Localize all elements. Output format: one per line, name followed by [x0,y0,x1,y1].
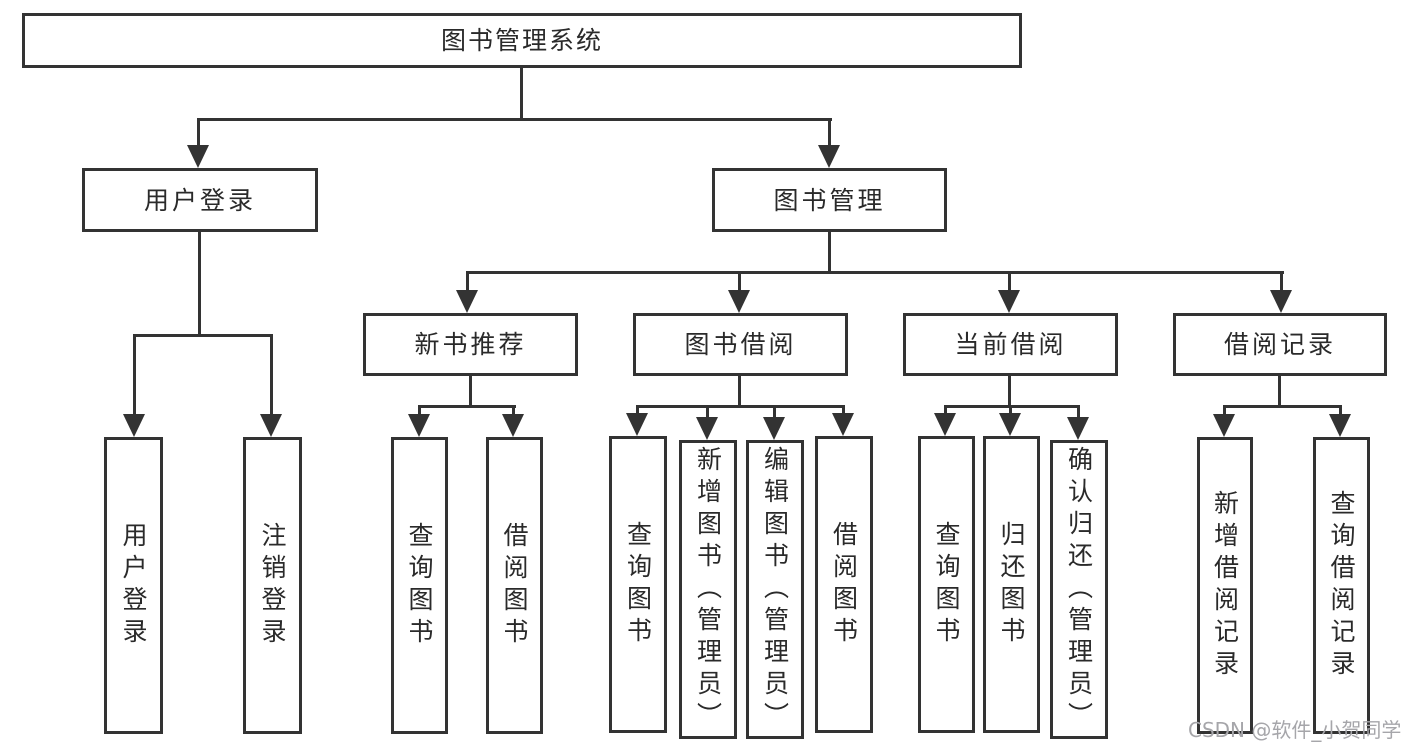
connector-line [197,118,200,151]
connector-line [636,405,639,418]
leaf-query-books-borrow: 查询图书 [609,436,667,733]
connector-line [738,376,741,407]
connector-line [1008,376,1011,407]
connector-line [1223,405,1226,418]
leaf-add-borrow-record: 新增借阅记录 [1197,437,1253,734]
connector-line [773,405,776,422]
arrowhead-down-icon [818,145,840,168]
arrowhead-down-icon [934,413,956,436]
node-current-borrow-label: 当前借阅 [954,330,1067,359]
connector-line [1008,271,1011,296]
leaf-add-book-admin: 新增图书（管理员） [679,440,737,739]
node-book-borrow-label: 图书借阅 [684,330,797,359]
connector-line [197,118,832,121]
node-borrow-records-label: 借阅记录 [1223,330,1336,359]
connector-line [466,271,469,296]
leaf-query-books-current: 查询图书 [918,436,975,733]
node-user-login-label: 用户登录 [143,185,256,215]
connector-line [1278,376,1281,407]
arrowhead-down-icon [260,414,282,437]
connector-line [133,334,273,337]
connector-line [944,405,1080,408]
connector-line [466,271,1284,274]
arrowhead-down-icon [626,413,648,436]
connector-line [1339,405,1342,418]
connector-line [1280,271,1283,296]
connector-line [520,68,523,121]
arrowhead-down-icon [763,417,785,440]
connector-line [738,271,741,296]
leaf-query-books-recommend: 查询图书 [391,437,448,734]
arrowhead-down-icon [408,414,430,437]
node-book-management-label: 图书管理 [773,185,886,215]
node-root-label: 图书管理系统 [440,26,603,55]
connector-line [944,405,947,418]
node-root: 图书管理系统 [22,13,1022,68]
node-new-book-recommend-label: 新书推荐 [414,330,527,359]
arrowhead-down-icon [123,414,145,437]
connector-line [828,232,831,273]
arrowhead-down-icon [832,413,854,436]
leaf-logout: 注销登录 [243,437,302,734]
connector-line [1223,405,1342,408]
node-user-login: 用户登录 [82,168,318,232]
node-borrow-records: 借阅记录 [1173,313,1387,376]
leaf-borrow-books-recommend: 借阅图书 [486,437,543,734]
node-book-management: 图书管理 [712,168,947,232]
node-book-borrow: 图书借阅 [633,313,848,376]
connector-line [1009,405,1012,418]
leaf-edit-book-admin: 编辑图书（管理员） [746,440,804,739]
arrowhead-down-icon [696,417,718,440]
arrowhead-down-icon [502,414,524,437]
arrowhead-down-icon [1329,414,1351,437]
leaf-return-books: 归还图书 [983,436,1040,733]
arrowhead-down-icon [456,290,478,313]
csdn-watermark: CSDN @软件_小贺同学 [1188,718,1402,742]
leaf-user-login: 用户登录 [104,437,163,734]
node-current-borrow: 当前借阅 [903,313,1118,376]
arrowhead-down-icon [1270,290,1292,313]
node-new-book-recommend: 新书推荐 [363,313,578,376]
connector-line [418,405,516,408]
connector-line [1077,405,1080,422]
arrowhead-down-icon [1067,417,1089,440]
connector-line [270,334,273,419]
connector-line [706,405,709,422]
arrowhead-down-icon [999,413,1021,436]
connector-line [133,334,136,419]
connector-line [828,118,831,151]
connector-line [198,232,201,336]
arrowhead-down-icon [187,145,209,168]
connector-line [636,405,845,408]
connector-line [842,405,845,418]
leaf-confirm-return-admin: 确认归还（管理员） [1050,440,1108,739]
connector-line [469,376,472,407]
leaf-query-borrow-record: 查询借阅记录 [1313,437,1370,734]
leaf-borrow-books: 借阅图书 [815,436,873,733]
arrowhead-down-icon [1213,414,1235,437]
connector-line [418,405,421,418]
arrowhead-down-icon [728,290,750,313]
connector-line [512,405,515,418]
arrowhead-down-icon [998,290,1020,313]
